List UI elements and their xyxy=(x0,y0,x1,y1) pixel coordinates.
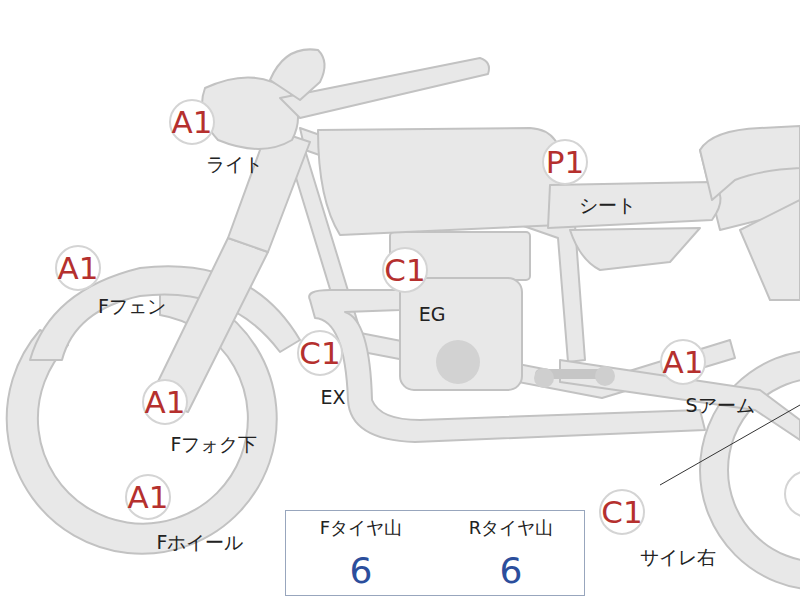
part-name: EG xyxy=(419,304,446,325)
callout-circle: C1EX xyxy=(297,330,343,376)
part-name: Fフェン xyxy=(98,296,166,317)
callout-circle: P1シート xyxy=(542,139,588,185)
table-header: Fタイヤ山 xyxy=(286,511,436,544)
callout-circle: A1Fフェン xyxy=(55,245,101,291)
table-header: Rタイヤ山 xyxy=(436,511,586,544)
damage-code: A1 xyxy=(663,347,704,378)
callout-circle: C1EG xyxy=(382,247,428,293)
damage-code: A1 xyxy=(145,387,186,418)
damage-code: A1 xyxy=(128,482,169,513)
callout-circle: A1Fホイール xyxy=(125,474,171,520)
callout-circle: A1Sアーム xyxy=(660,339,706,385)
part-name: Fホイール xyxy=(157,532,244,553)
damage-code: C1 xyxy=(601,497,642,528)
damage-code: A1 xyxy=(58,253,99,284)
part-name: サイレ右 xyxy=(640,547,716,568)
damage-code: A1 xyxy=(172,107,213,138)
damage-code: C1 xyxy=(384,255,425,286)
part-name: シート xyxy=(579,195,636,216)
part-name: ライト xyxy=(206,154,263,175)
table-value: 6 xyxy=(436,544,586,596)
callout-circle: A1Fフォク下 xyxy=(142,379,188,425)
part-name: Fフォク下 xyxy=(171,434,258,455)
tire-tread-table: Fタイヤ山Rタイヤ山66 xyxy=(285,510,585,596)
table-value: 6 xyxy=(286,544,436,596)
damage-code: P1 xyxy=(546,147,584,178)
callout-circle: A1ライト xyxy=(169,99,215,145)
damage-code: C1 xyxy=(299,338,340,369)
part-name: Sアーム xyxy=(685,395,754,416)
callout-circle: C1サイレ右 xyxy=(599,489,645,535)
part-name: EX xyxy=(320,387,345,408)
